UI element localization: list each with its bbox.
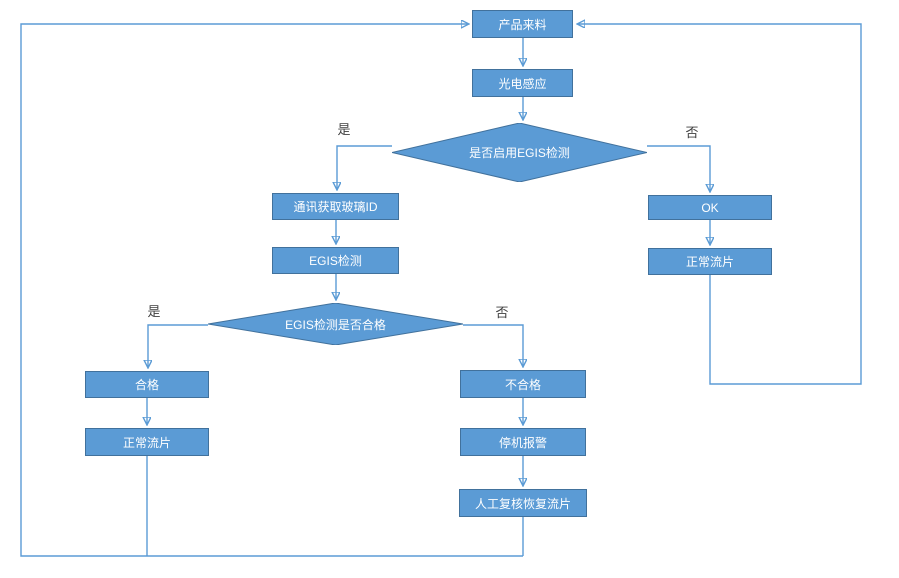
- connector-right-feedback-loop: [578, 24, 862, 385]
- node-manual-recheck: 人工复核恢复流片: [459, 489, 587, 517]
- node-fail: 不合格: [460, 370, 586, 398]
- node-get-glass-id: 通讯获取玻璃ID: [272, 193, 399, 220]
- connector-decision2-no: [463, 324, 523, 366]
- decision-enable-egis: 是否启用EGIS检测: [392, 123, 647, 182]
- connector-bottom-feedback-loop: [20, 24, 523, 557]
- branch-label-decision2-no: 否: [495, 305, 509, 320]
- decision-egis-qualified: EGIS检测是否合格: [208, 303, 463, 345]
- diamond-shape: [392, 123, 647, 182]
- node-start: 产品来料: [472, 10, 573, 38]
- branch-label-decision1-no: 否: [685, 125, 699, 140]
- node-normal-flow-right: 正常流片: [648, 248, 772, 275]
- decision-egis-qualified-label: EGIS检测是否合格: [285, 317, 386, 332]
- branch-label-decision2-yes: 是: [147, 304, 161, 319]
- connector-decision1-yes: [337, 145, 392, 189]
- connector-decision1-no: [647, 145, 710, 191]
- node-ok: OK: [648, 195, 772, 220]
- node-normal-flow-left: 正常流片: [85, 428, 209, 456]
- decision-enable-egis-label: 是否启用EGIS检测: [469, 146, 570, 160]
- node-egis-test: EGIS检测: [272, 247, 399, 274]
- node-stop-alarm: 停机报警: [460, 428, 586, 456]
- node-photo-sensor: 光电感应: [472, 69, 573, 97]
- diamond-shape: [208, 303, 463, 345]
- connector-decision2-yes: [148, 324, 208, 367]
- branch-label-decision1-yes: 是: [337, 122, 351, 137]
- node-pass: 合格: [85, 371, 209, 398]
